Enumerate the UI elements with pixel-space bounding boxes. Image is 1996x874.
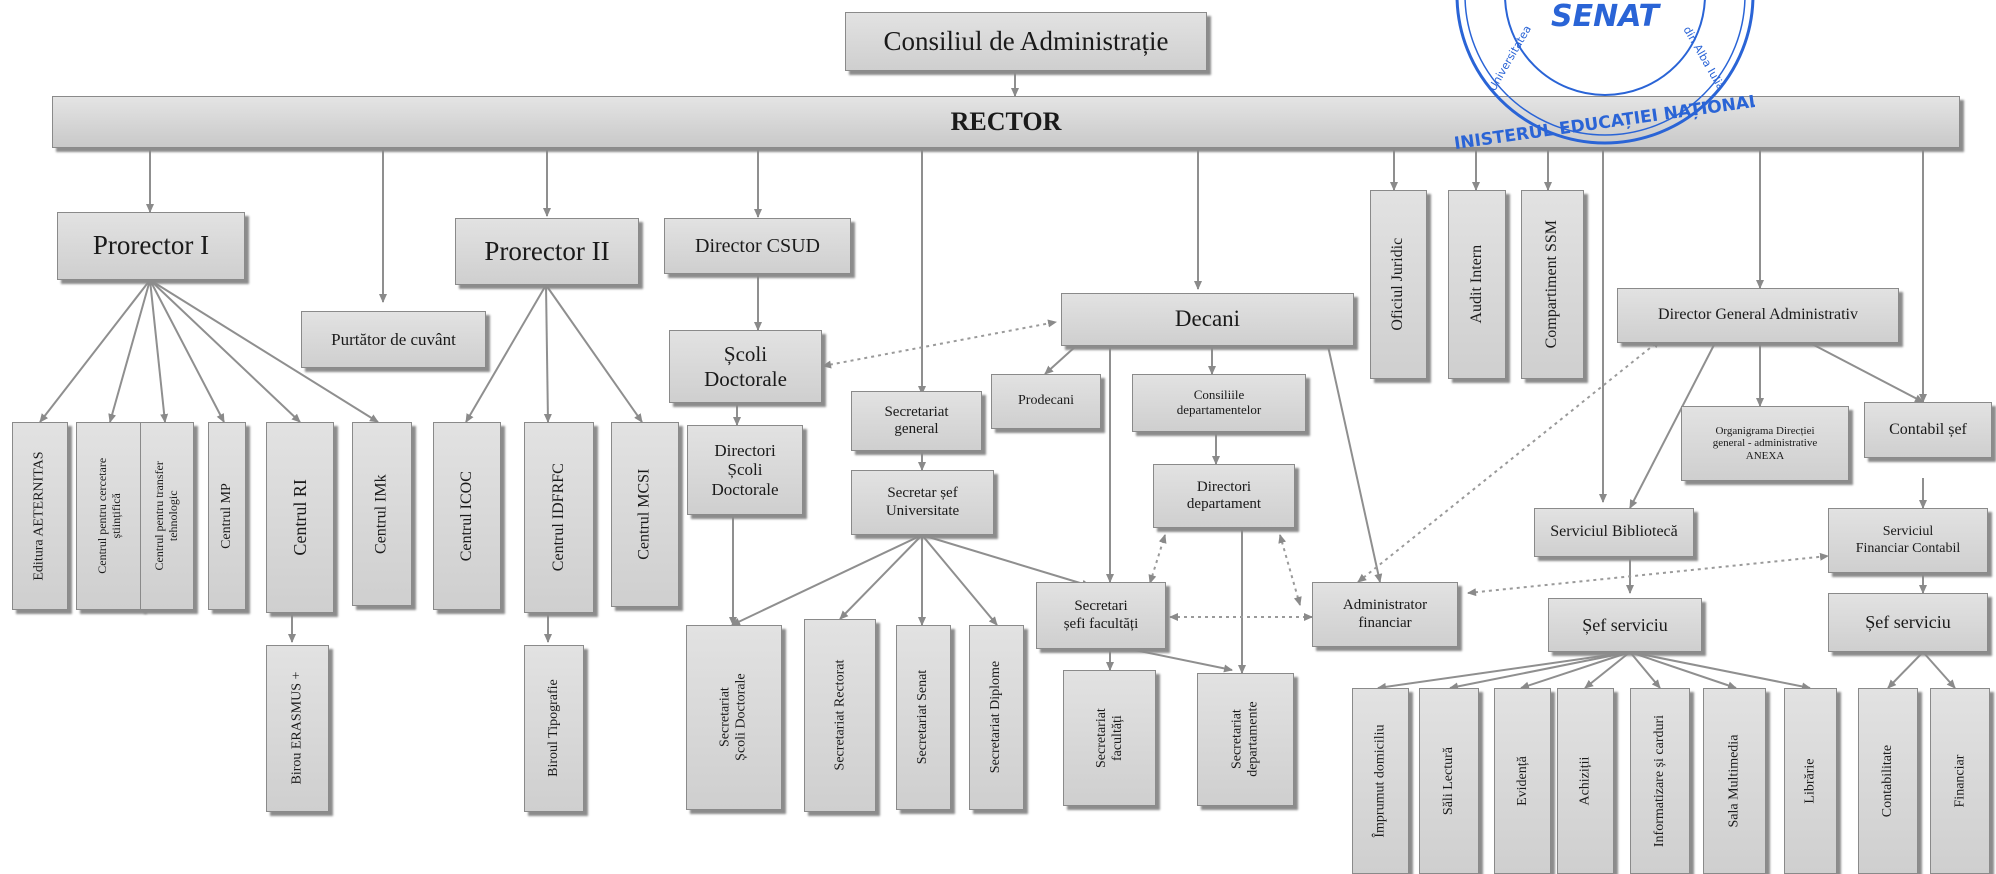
node-director-csud: Director CSUD <box>664 218 851 274</box>
node-secretariat-scoli-doctorale: Secretariat Școli Doctorale <box>686 625 782 810</box>
node-sala-multimedia: Sala Multimedia <box>1703 688 1766 874</box>
node-secretariat-senat: Secretariat Senat <box>896 625 951 810</box>
node-secretar-sef-universitate: Secretar șef Universitate <box>851 470 994 535</box>
seal-text-right: din Alba Iulia <box>1681 24 1728 92</box>
node-secretariat-diplome: Secretariat Diplome <box>969 625 1024 810</box>
node-biroul-tipografie: Biroul Tipografie <box>524 645 584 812</box>
node-administrator-financiar: Administrator financiar <box>1312 582 1458 647</box>
node-consiliul-de-administratie: Consiliul de Administrație <box>845 12 1207 71</box>
node-director-general-administrativ: Director General Administrativ <box>1617 288 1899 343</box>
node-secretariat-rectorat: Secretariat Rectorat <box>804 619 876 812</box>
node-contabilitate: Contabilitate <box>1858 688 1918 874</box>
node-birou-erasmus: Birou ERASMUS + <box>266 645 329 812</box>
node-financiar: Financiar <box>1930 688 1990 874</box>
node-centrul-mp: Centrul MP <box>208 422 246 610</box>
dotted-connectors <box>822 319 1829 621</box>
node-audit-intern: Audit Intern <box>1448 190 1506 379</box>
node-centrul-icoc: Centrul ICOC <box>433 422 501 610</box>
node-centrul-idfrfc: Centrul IDFRFC <box>524 422 594 613</box>
node-prorector-ii: Prorector II <box>455 218 639 285</box>
node-secretariat-facultati: Secretariat facultăți <box>1063 670 1156 806</box>
solid-connectors <box>39 72 1956 691</box>
node-serviciul-biblioteca: Serviciul Bibliotecă <box>1534 508 1694 557</box>
node-editura-aeternitas: Editura AETERNITAS <box>12 422 68 610</box>
node-directori-scoli-doctorale: Directori Școli Doctorale <box>687 425 803 515</box>
node-purtator-de-cuvant: Purtător de cuvânt <box>301 311 486 368</box>
node-organigrama-directiei: Organigrama Direcției general - administ… <box>1681 406 1849 481</box>
node-prodecani: Prodecani <box>991 374 1101 429</box>
node-contabil-sef: Contabil șef <box>1864 402 1992 458</box>
node-scoli-doctorale: Școli Doctorale <box>669 330 822 403</box>
node-secretari-sefi-facultati: Secretari șefi facultăți <box>1036 582 1166 649</box>
seal-text-senat: SENAT <box>1551 0 1662 34</box>
node-sef-serviciu-biblioteca: Șef serviciu <box>1548 598 1702 652</box>
node-prorector-i: Prorector I <box>57 212 245 280</box>
node-directori-departament: Directori departament <box>1153 464 1295 528</box>
node-sali-lectura: Săli Lectură <box>1419 688 1479 874</box>
node-compartiment-ssm: Compartiment SSM <box>1521 190 1584 379</box>
node-centrul-transfer-tehnologic: Centrul pentru transfer tehnologic <box>140 422 194 610</box>
node-centrul-cercetare-stiintifica: Centrul pentru cercetare științifică <box>76 422 143 610</box>
node-oficiul-juridic: Oficiul Juridic <box>1370 190 1427 379</box>
node-librarie: Librărie <box>1784 688 1837 874</box>
senate-seal-stamp: SENAT MINISTERUL EDUCAȚIEI NAȚIONALE Uni… <box>1455 0 1755 156</box>
node-informatizare-si-carduri: Informatizare și carduri <box>1630 688 1690 874</box>
node-centrul-imk: Centrul IMk <box>352 422 412 606</box>
node-centrul-mcsi: Centrul MCSI <box>611 422 679 607</box>
node-centrul-ri: Centrul RI <box>266 422 334 613</box>
node-consiliile-departamentelor: Consiliile departamentelor <box>1132 374 1306 432</box>
node-achizitii: Achiziții <box>1557 688 1614 874</box>
node-evidenta: Evidență <box>1494 688 1551 874</box>
node-serviciul-financiar-contabil: Serviciul Financiar Contabil <box>1828 508 1988 573</box>
node-decani: Decani <box>1061 293 1354 346</box>
node-sef-serviciu-financiar: Șef serviciu <box>1828 593 1988 652</box>
node-secretariat-general: Secretariat general <box>851 391 982 451</box>
node-secretariat-departamente: Secretariat departamente <box>1197 673 1294 806</box>
node-imprumut-domiciliu: Împrumut domiciliu <box>1352 688 1409 874</box>
